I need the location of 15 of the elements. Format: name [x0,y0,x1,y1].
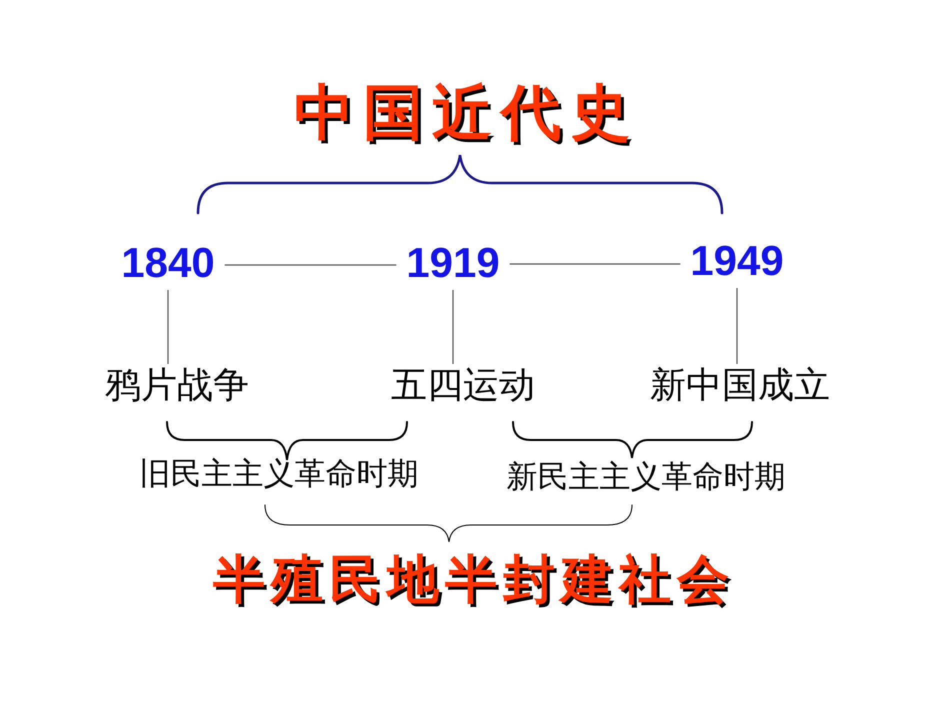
connector-line [452,290,454,364]
connector-line [224,264,396,266]
event-label: 五四运动 [391,364,535,404]
connector-line [167,290,169,364]
year-label: 1919 [396,240,510,290]
summary-label: 半殖民地半封建社会 [212,553,735,608]
diagram-title: 中国近代史 [293,80,639,146]
period-label: 旧民主主义革命时期 [140,458,418,491]
period-label: 新民主主义革命时期 [506,461,786,494]
event-label: 新中国成立 [650,364,830,404]
connector-line [736,288,738,364]
year-label: 1949 [680,238,794,288]
event-label: 鸦片战争 [105,364,249,404]
connector-line [510,263,680,265]
year-label: 1840 [111,240,225,290]
